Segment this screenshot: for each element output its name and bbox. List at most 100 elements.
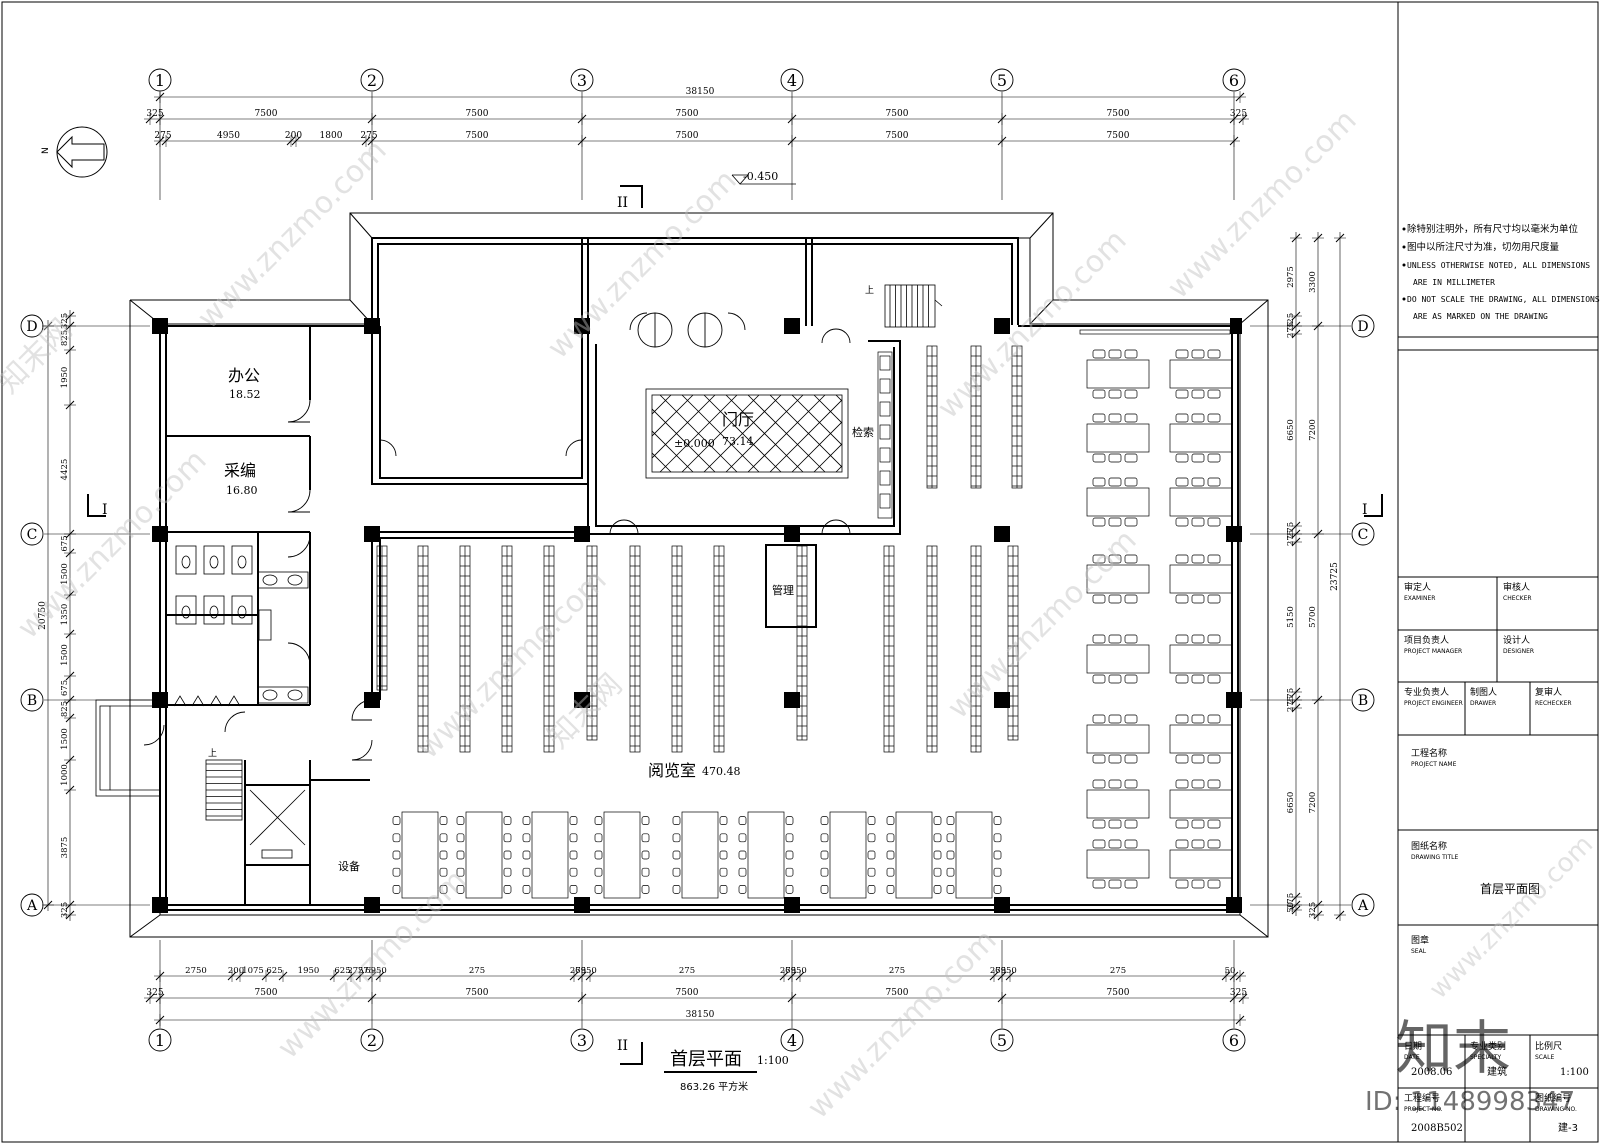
chair [522,867,531,877]
chair [1191,554,1205,564]
chair [1124,517,1138,527]
tb-scale-value: 1:100 [1560,1067,1589,1078]
axis-bubble [570,68,594,92]
axis-label: 6 [1229,71,1239,90]
toilet-stall [203,595,225,625]
chair [1207,453,1221,463]
dim-text: 6950 [785,966,807,976]
column [574,897,590,913]
axis-label: 5 [997,1031,1007,1050]
dim-text: 1950 [298,966,320,976]
chair [886,833,895,843]
tb-drawing-title-value: 首层平面图 [1480,882,1540,896]
tb-project-no-value: 2008B502 [1411,1123,1463,1134]
chair [439,833,448,843]
chair [1108,879,1122,889]
chair [1092,714,1106,724]
chair [1207,554,1221,564]
chair [392,867,401,877]
axis-label: A [1357,898,1369,914]
chair [1175,674,1189,684]
chair [738,816,747,825]
axis-bubble [990,1028,1014,1052]
chair [641,850,650,860]
chair [1175,477,1189,487]
dim-text: 6650 [1286,419,1296,441]
chair [1175,634,1189,644]
chair [1207,754,1221,764]
chair [1124,349,1138,359]
tb-project-name-en: PROJECT NAME [1411,761,1457,768]
room-search-label: 检索 [852,425,874,439]
dim-text: 275 [154,131,171,141]
chair [1175,839,1189,849]
urinal [173,695,187,707]
chair [1175,453,1189,463]
search-terminal [879,493,891,509]
dim-text: 275 [1286,688,1296,704]
dim-text: 325 [1308,902,1318,918]
axis-bubble [1351,314,1375,338]
dim-text: 7500 [1107,109,1130,119]
chair [1191,879,1205,889]
tb-designer: 设计人 [1503,634,1530,646]
table [465,811,503,899]
chair [456,816,465,825]
chair [672,867,681,877]
search-terminal [879,378,891,394]
elevation-marker [731,174,796,185]
chair [1108,839,1122,849]
axis-bubble [1351,893,1375,917]
chair [1191,714,1205,724]
table [895,811,933,899]
reading-tables [392,329,1233,899]
search-terminal [879,355,891,371]
chair [1191,779,1205,789]
dim-text: 275 [1286,696,1296,712]
chair [719,833,728,843]
hatch-line [652,395,672,415]
chair [867,833,876,843]
room-office-area: 18.52 [229,388,261,401]
room-hall-level: ±0.000 [674,437,715,450]
dim-text: 325 [1230,988,1247,998]
watermark-logo: 知末 [1395,1014,1511,1082]
tb-designer-en: DESIGNER [1503,648,1534,655]
chair [867,885,876,894]
hatch-line [791,421,842,472]
tb-project-manager-en: PROJECT MANAGER [1404,648,1462,655]
chair [1124,674,1138,684]
column [152,526,168,542]
axis-label: 5 [997,71,1007,90]
dim-text: 275 [347,966,363,976]
chair [1108,754,1122,764]
dim-text: 7500 [886,988,909,998]
table [1169,487,1233,517]
dim-text: 4425 [60,459,70,481]
tb-specialty-value: 建筑 [1487,1065,1507,1078]
sink [262,689,278,701]
chair [1124,634,1138,644]
column [574,692,590,708]
tb-examiner-en: EXAMINER [1404,595,1435,602]
chair [886,850,895,860]
dim-text: 325 [1286,313,1296,329]
chair [1175,594,1189,604]
dim-text: 275 [570,966,586,976]
tb-rechecker: 复审人 [1535,686,1562,698]
table [1169,789,1233,819]
chair [1207,517,1221,527]
toilet-bowl [237,605,247,619]
tb-specialty-en: SPECIALTY [1470,1054,1501,1061]
hatch-line [813,443,842,472]
drawing-scale: 1:100 [757,1054,789,1067]
chair [672,850,681,860]
chair [1092,517,1106,527]
drawing-area: 863.26 平方米 [680,1080,748,1093]
chair [933,850,942,860]
chair [1108,634,1122,644]
axis-bubble [780,1028,804,1052]
axis-label: B [1358,693,1368,709]
toilet-stall [175,545,197,575]
toilet-stall [231,545,253,575]
